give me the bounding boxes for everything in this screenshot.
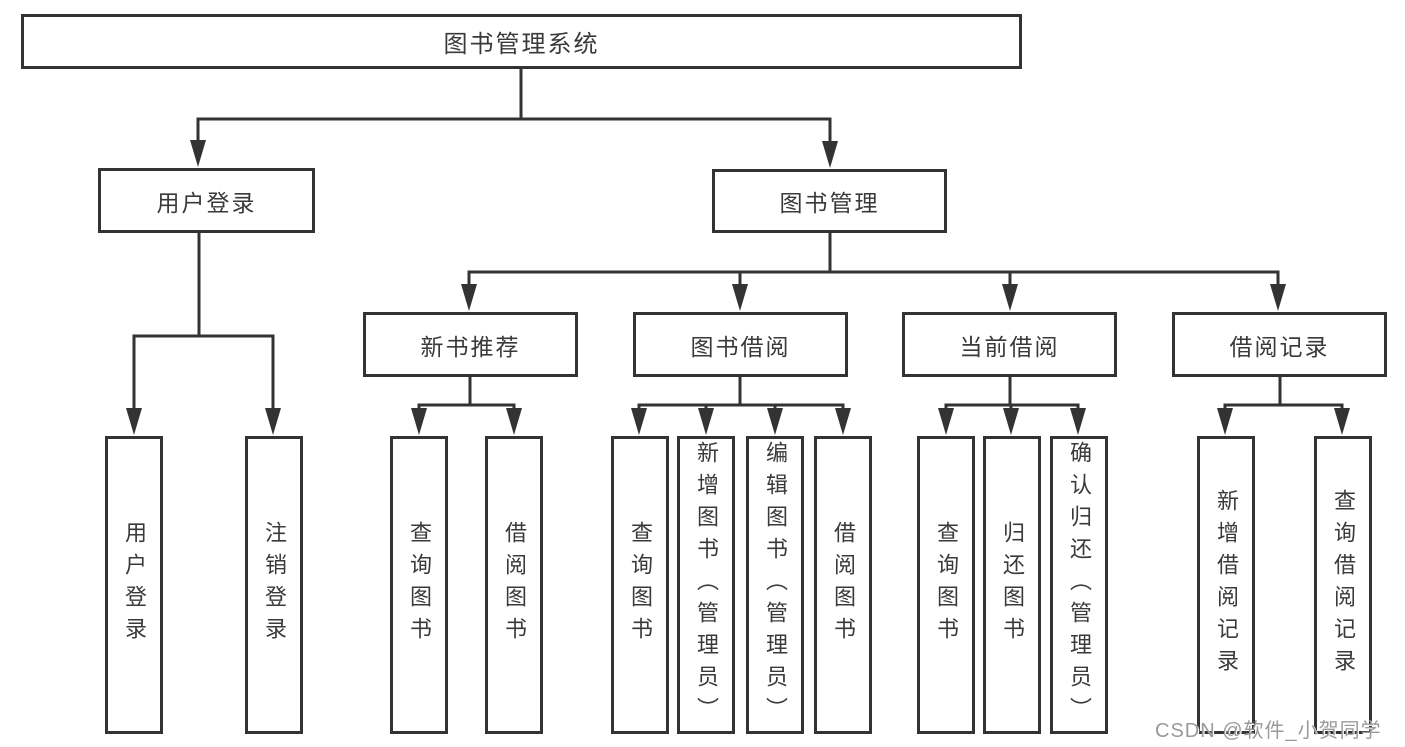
arrow-down-icon: [506, 408, 522, 435]
leaf-edit-book-admin: 编辑图书（管理员）: [746, 436, 804, 734]
arrow-down-icon: [461, 284, 477, 311]
leaf-query-books-borrow: 查询图书: [611, 436, 669, 734]
arrow-down-icon: [732, 284, 748, 311]
leaf-query-books-recommend: 查询图书: [390, 436, 448, 734]
leaf-confirm-return-admin: 确认归还（管理员）: [1050, 436, 1108, 734]
arrow-down-icon: [938, 408, 954, 435]
leaf-user-login: 用户登录: [105, 436, 163, 734]
watermark: CSDN @软件_小贺同学: [1155, 720, 1382, 742]
leaf-add-borrow-record: 新增借阅记录: [1197, 436, 1255, 734]
arrow-down-icon: [698, 408, 714, 435]
arrow-down-icon: [126, 408, 142, 435]
leaf-query-borrow-record: 查询借阅记录: [1314, 436, 1372, 734]
leaf-query-books-current: 查询图书: [917, 436, 975, 734]
arrow-down-icon: [822, 141, 838, 168]
node-user-login: 用户登录: [98, 168, 315, 233]
arrow-down-icon: [631, 408, 647, 435]
arrow-down-icon: [835, 408, 851, 435]
node-new-book-recommendation: 新书推荐: [363, 312, 578, 377]
leaf-return-book: 归还图书: [983, 436, 1041, 734]
arrowheads: [126, 140, 1350, 435]
leaf-add-book-admin: 新增图书（管理员）: [677, 436, 735, 734]
leaf-borrow-books-borrow: 借阅图书: [814, 436, 872, 734]
arrow-down-icon: [1270, 284, 1286, 311]
node-current-borrowing: 当前借阅: [902, 312, 1117, 377]
arrow-down-icon: [411, 408, 427, 435]
leaf-borrow-books-recommend: 借阅图书: [485, 436, 543, 734]
arrow-down-icon: [190, 140, 206, 167]
node-root: 图书管理系统: [21, 14, 1022, 69]
node-book-borrowing: 图书借阅: [633, 312, 848, 377]
arrow-down-icon: [1002, 284, 1018, 311]
arrow-down-icon: [1070, 408, 1086, 435]
leaf-logout: 注销登录: [245, 436, 303, 734]
arrow-down-icon: [1217, 408, 1233, 435]
arrow-down-icon: [1003, 408, 1019, 435]
arrow-down-icon: [767, 408, 783, 435]
node-borrowing-records: 借阅记录: [1172, 312, 1387, 377]
arrow-down-icon: [1334, 408, 1350, 435]
arrow-down-icon: [265, 408, 281, 435]
node-book-management: 图书管理: [712, 169, 947, 233]
